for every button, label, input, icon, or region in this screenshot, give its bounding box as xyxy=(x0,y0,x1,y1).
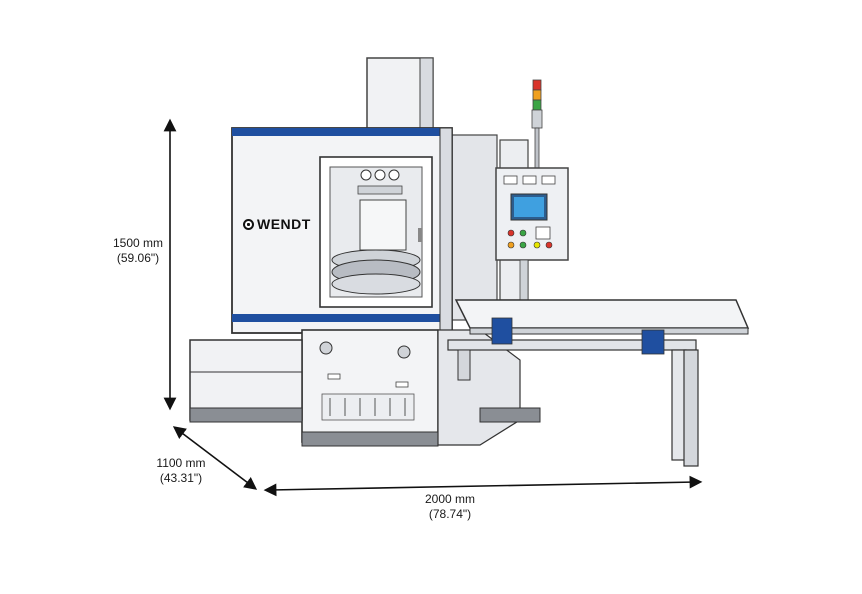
brand-name: WENDT xyxy=(257,216,311,232)
top-chimney xyxy=(366,57,434,131)
height-metric: 1500 mm xyxy=(112,236,164,250)
dimension-arrows xyxy=(163,118,703,497)
main-cabinet xyxy=(231,127,453,334)
depth-metric: 1100 mm xyxy=(156,456,206,470)
depth-imperial: (43.31") xyxy=(159,471,203,485)
width-metric: 2000 mm xyxy=(424,492,476,506)
width-label: 2000 mm (78.74") xyxy=(420,492,480,522)
depth-label: 1100 mm (43.31") xyxy=(152,456,210,486)
height-label: 1500 mm (59.06") xyxy=(108,236,168,266)
width-imperial: (78.74") xyxy=(428,507,472,521)
conveyor-table xyxy=(447,299,750,467)
control-panel xyxy=(495,167,569,301)
rear-frame xyxy=(444,134,529,321)
height-imperial: (59.06") xyxy=(116,251,160,265)
signal-beacon xyxy=(531,79,543,169)
brand-logo: WENDT xyxy=(243,216,311,232)
depth-arrow xyxy=(172,426,258,490)
left-drawer-unit xyxy=(189,339,303,423)
width-arrow xyxy=(263,475,703,497)
brand-logo-icon xyxy=(243,218,254,230)
